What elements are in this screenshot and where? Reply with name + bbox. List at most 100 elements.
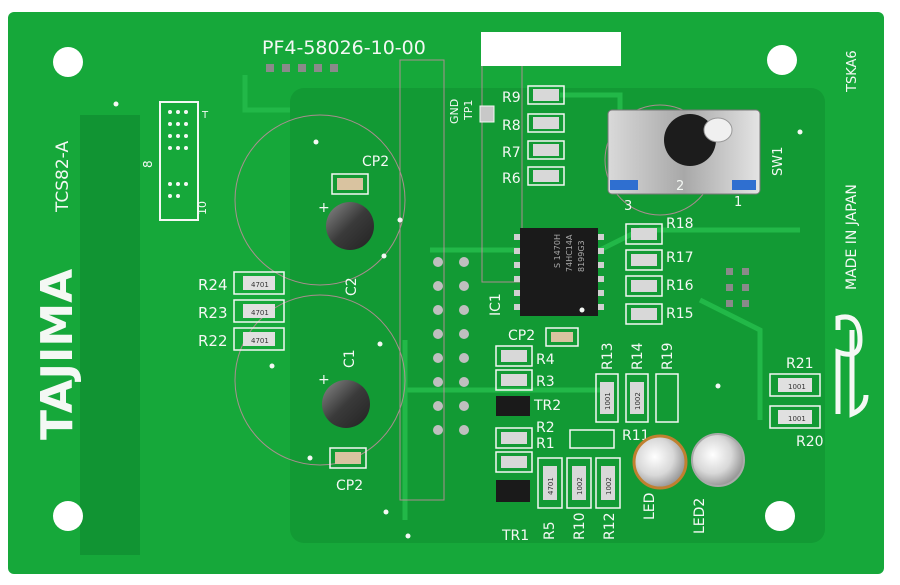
resistor-stack-left xyxy=(233,271,285,351)
label-r11: R11 xyxy=(622,428,650,444)
mount-hole-tl xyxy=(53,47,83,77)
label-r23: R23 xyxy=(198,304,228,322)
board-code: TSKA6 xyxy=(845,50,860,93)
code-r12: 1002 xyxy=(605,477,613,495)
resistors-r21-r20 xyxy=(769,373,821,429)
label-cp2-bot: CP2 xyxy=(336,478,363,494)
conn-label-8: 8 xyxy=(141,160,155,168)
code-r10: 1002 xyxy=(576,477,584,495)
label-c2: C2 xyxy=(344,277,360,296)
chip-mark-3: 8199G3 xyxy=(577,240,586,272)
small-vias xyxy=(113,101,803,539)
c2-plus: + xyxy=(318,200,330,216)
board-model: TCS82-A xyxy=(53,141,73,213)
capacitor-c2 xyxy=(326,202,374,250)
resistors-vertical-mid xyxy=(595,373,679,423)
origin-text: MADE IN JAPAN xyxy=(844,184,860,290)
resistor-stack-right xyxy=(625,223,663,325)
code-r5: 4701 xyxy=(547,477,555,495)
led-1 xyxy=(632,434,688,490)
c1-plus: + xyxy=(318,372,330,388)
header-pins-right xyxy=(726,268,749,307)
label-r24: R24 xyxy=(198,276,228,294)
code-r14: 1002 xyxy=(634,392,642,410)
label-r5: R5 xyxy=(542,521,558,540)
label-tr2: TR2 xyxy=(533,398,561,414)
code-r21: 1001 xyxy=(788,383,806,391)
code-r20: 1001 xyxy=(788,415,806,423)
label-r9: R9 xyxy=(502,90,521,106)
label-led2: LED2 xyxy=(692,498,708,534)
code-r24: 4701 xyxy=(251,281,269,289)
label-r21: R21 xyxy=(786,356,814,372)
label-r19: R19 xyxy=(660,342,676,370)
gnd-label: GND xyxy=(448,99,461,124)
tp1-label: TP1 xyxy=(462,100,475,121)
label-r8: R8 xyxy=(502,118,521,134)
resistors-r4-r3 xyxy=(495,345,533,391)
resistors-r2-r1 xyxy=(495,427,533,473)
code-r13: 1001 xyxy=(604,392,612,410)
cp2-mid-outline xyxy=(545,327,579,347)
connector-footprint: 8 10 T xyxy=(141,101,209,221)
header-pins-top xyxy=(266,64,338,72)
mount-hole-br xyxy=(765,501,795,531)
label-r4: R4 xyxy=(536,352,555,368)
label-r13: R13 xyxy=(600,342,616,370)
mount-hole-tr xyxy=(767,45,797,75)
label-r17: R17 xyxy=(666,250,694,266)
label-r1: R1 xyxy=(536,436,555,452)
code-r22: 4701 xyxy=(251,337,269,345)
resistors-vertical-bottom xyxy=(537,457,621,509)
label-r6: R6 xyxy=(502,171,521,187)
label-r14: R14 xyxy=(630,342,646,370)
label-r15: R15 xyxy=(666,306,694,322)
label-r12: R12 xyxy=(602,512,618,540)
chip-mark-2: 74HC14A xyxy=(565,234,574,272)
r11-pads xyxy=(569,429,615,449)
manufacturer-logo xyxy=(835,314,869,418)
label-r20: R20 xyxy=(796,434,824,450)
code-r23: 4701 xyxy=(251,309,269,317)
resistor-stack-top xyxy=(527,85,565,186)
label-r10: R10 xyxy=(572,512,588,540)
part-number: PF4-58026-10-00 xyxy=(262,37,426,59)
mount-hole-bl xyxy=(53,501,83,531)
chip-mark-1: S 1470H xyxy=(553,234,562,268)
label-ic1: IC1 xyxy=(488,293,504,316)
tr2-transistor xyxy=(496,396,530,416)
led-2 xyxy=(691,433,745,487)
label-c1: C1 xyxy=(342,349,358,368)
label-r2: R2 xyxy=(536,420,555,436)
cp2-mid-part xyxy=(551,332,573,342)
tr1-transistor xyxy=(496,480,530,502)
sw-pin-1: 1 xyxy=(734,195,742,210)
capacitor-c1 xyxy=(322,380,370,428)
label-r3: R3 xyxy=(536,374,555,390)
label-r16: R16 xyxy=(666,278,694,294)
cp2-bot-part xyxy=(335,452,361,464)
tp1-pad xyxy=(479,105,495,123)
label-cp2-top: CP2 xyxy=(362,154,389,170)
brand-logo: TAJIMA xyxy=(32,269,83,440)
conn-label-10: 10 xyxy=(196,201,209,215)
left-rail xyxy=(80,115,140,555)
cp2-bot-outline xyxy=(329,447,367,469)
label-led: LED xyxy=(642,493,658,520)
label-r18: R18 xyxy=(666,216,694,232)
cp2-top-outline xyxy=(331,173,369,195)
cp2-top-part xyxy=(337,178,363,190)
blank-label-sticker xyxy=(481,32,621,66)
conn-label-T: T xyxy=(201,110,209,121)
sw-pin-3: 3 xyxy=(624,199,632,214)
label-tr1: TR1 xyxy=(501,528,529,544)
sw-pin-2: 2 xyxy=(676,179,684,194)
ic1-chip xyxy=(514,228,604,316)
label-cp2-mid: CP2 xyxy=(508,328,535,344)
via-array xyxy=(433,257,469,435)
label-sw1: SW1 xyxy=(771,147,786,176)
label-r22: R22 xyxy=(198,332,228,350)
rotary-switch xyxy=(607,109,761,195)
label-r7: R7 xyxy=(502,145,521,161)
